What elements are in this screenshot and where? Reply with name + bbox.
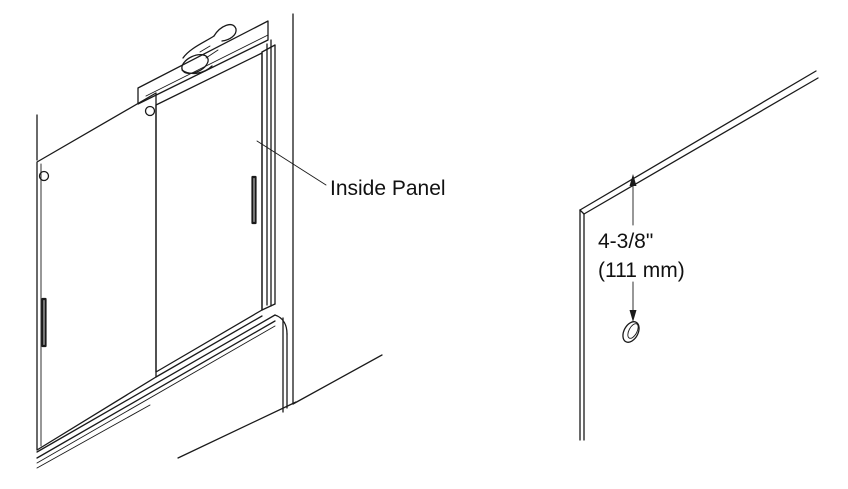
tub-apron bbox=[36, 314, 288, 469]
roller-hole bbox=[622, 321, 640, 343]
door-handle bbox=[251, 175, 257, 225]
shower-fixture bbox=[181, 23, 237, 75]
roller-hole-icon bbox=[38, 170, 50, 182]
arrow-down-icon bbox=[629, 310, 637, 322]
roller-hole-icon bbox=[144, 105, 156, 117]
shower-door-illustration bbox=[36, 13, 383, 469]
dimension-imperial: 4-3/8" bbox=[598, 230, 653, 253]
wall-jamb bbox=[261, 39, 276, 311]
outside-panel bbox=[36, 92, 157, 451]
door-handle bbox=[41, 297, 47, 348]
wall bbox=[36, 13, 383, 405]
panel-edge bbox=[579, 70, 819, 441]
dimension-metric: (111 mm) bbox=[598, 259, 685, 282]
header-rail bbox=[137, 20, 269, 105]
inside-panel-label: Inside Panel bbox=[330, 177, 446, 200]
arrow-up-icon bbox=[629, 174, 637, 186]
dimension-arrow bbox=[629, 174, 637, 322]
inside-panel bbox=[155, 52, 263, 373]
panel-detail bbox=[579, 70, 819, 441]
bottom-track bbox=[36, 314, 276, 464]
floor-line bbox=[177, 401, 297, 459]
inside-panel-leader bbox=[256, 140, 327, 186]
